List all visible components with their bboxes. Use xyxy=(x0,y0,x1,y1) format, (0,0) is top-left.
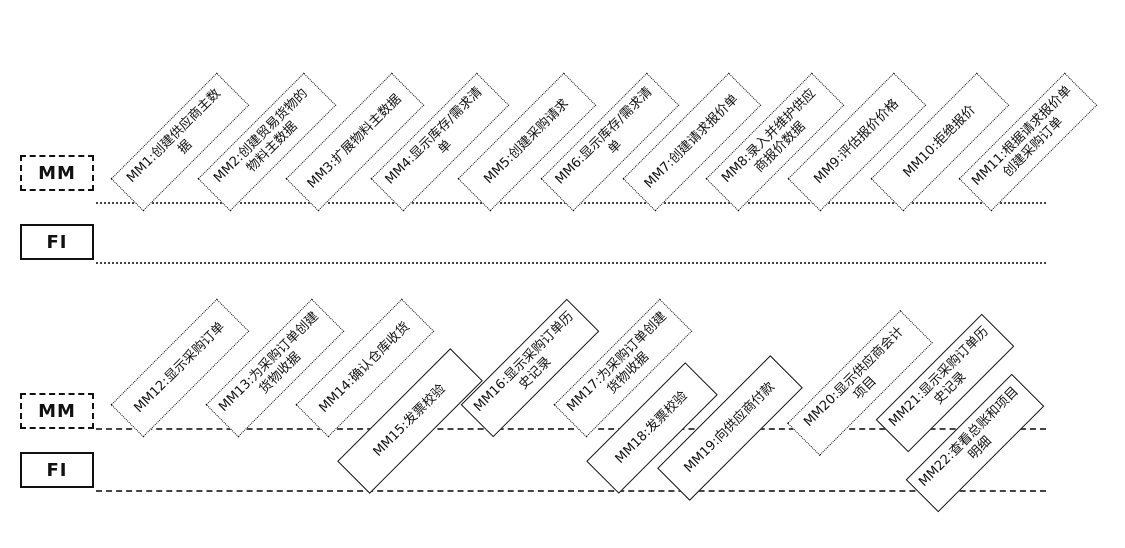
lane-label-mm-row2: MM xyxy=(20,393,94,429)
lane-label-fi-row1: FI xyxy=(20,224,94,260)
lane-line-mm-row2 xyxy=(96,428,1046,430)
lane-line-fi-row1 xyxy=(96,262,1046,264)
lane-label-mm-row1: MM xyxy=(20,155,94,191)
lane-label-fi-row2: FI xyxy=(20,452,94,488)
lane-line-fi-row2 xyxy=(96,490,1046,492)
